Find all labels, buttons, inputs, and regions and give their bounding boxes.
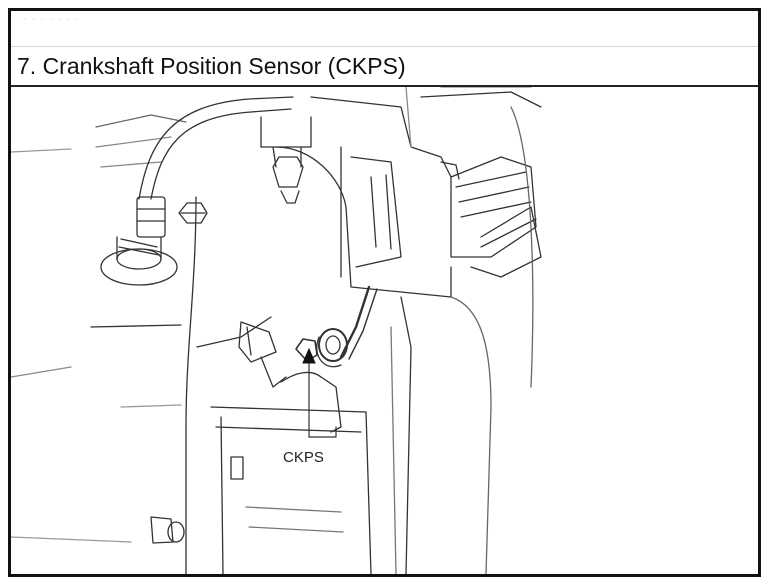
title-bar: 7. Crankshaft Position Sensor (CKPS) — [11, 46, 758, 87]
page-title: 7. Crankshaft Position Sensor (CKPS) — [17, 53, 406, 79]
header-strip: - - - - - - - — [11, 11, 758, 46]
ckps-callout-label: CKPS — [283, 449, 324, 466]
engine-illustration: CKPS — [11, 87, 542, 574]
faint-header-text: - - - - - - - — [23, 13, 80, 25]
document-frame: - - - - - - - 7. Crankshaft Position Sen… — [8, 8, 761, 577]
ckps-diagram: CKPS — [11, 87, 758, 574]
